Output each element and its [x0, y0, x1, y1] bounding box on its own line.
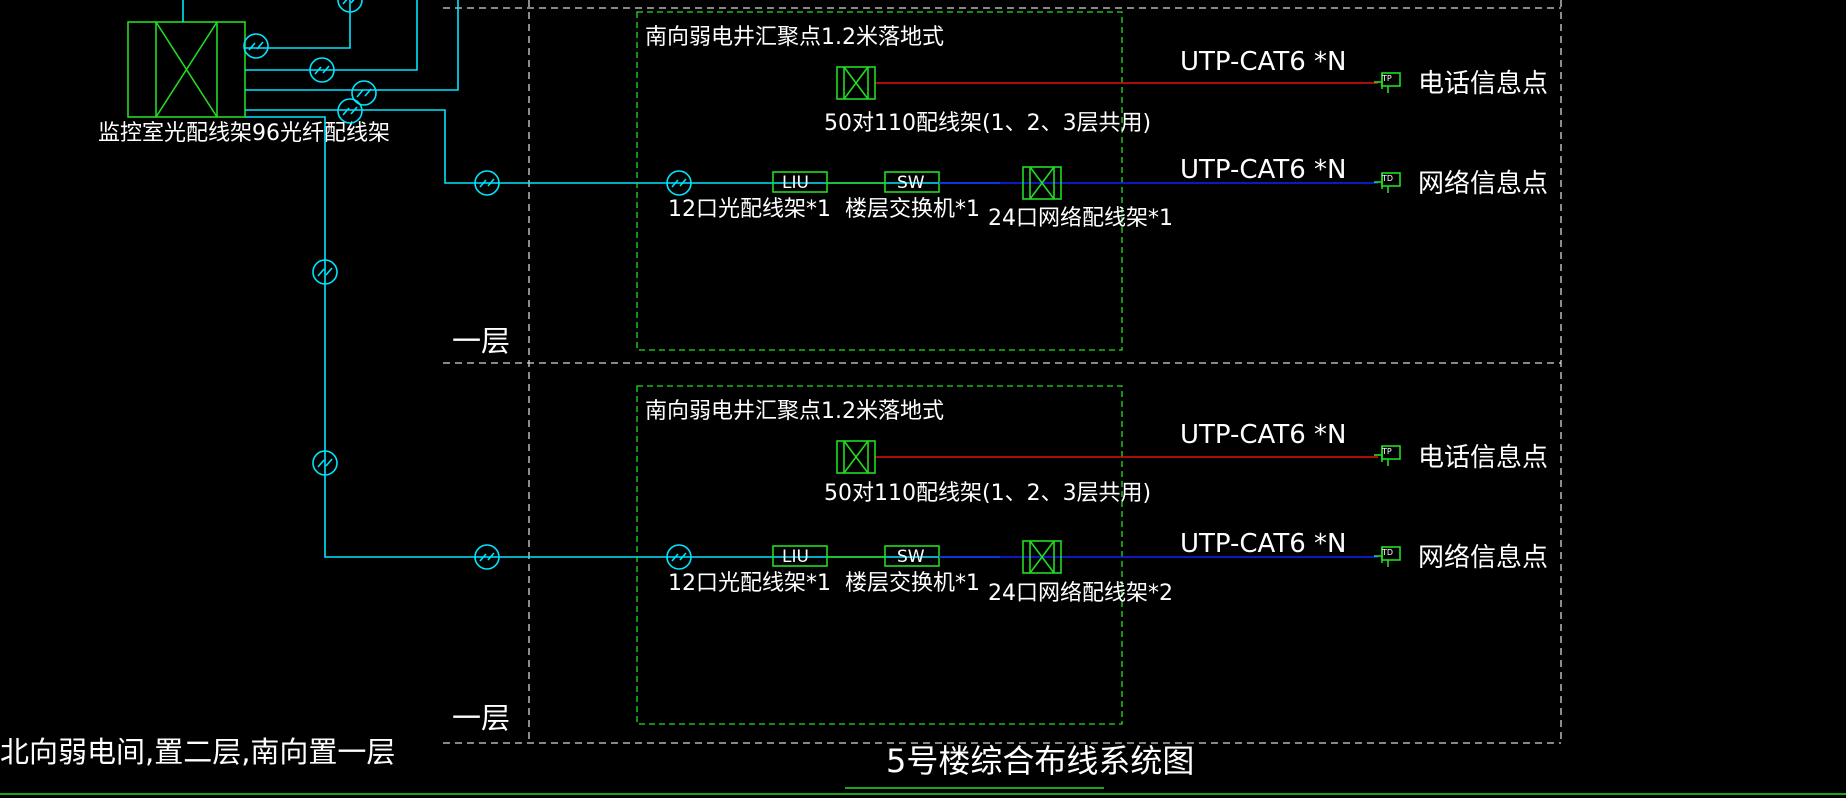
drawing-title: 5号楼综合布线系统图	[886, 742, 1194, 780]
phone-cable-label: UTP-CAT6 *N	[1180, 47, 1346, 77]
network-cable-label: UTP-CAT6 *N	[1180, 155, 1346, 185]
liu-code: LIU	[782, 173, 809, 193]
floor-label: 一层	[452, 324, 510, 358]
phone-patch-panel-icon	[836, 440, 876, 474]
network-cable-label: UTP-CAT6 *N	[1180, 529, 1346, 559]
switch-label: 楼层交换机*1	[845, 197, 980, 222]
phone-patch-label: 50对110配线架(1、2、3层共用)	[824, 111, 1151, 136]
network-patch-label: 24口网络配线架*1	[988, 206, 1173, 231]
fiber-symbol-icon	[337, 98, 363, 124]
cabinet-title: 南向弱电井汇聚点1.2米落地式	[645, 399, 944, 424]
fiber-panel-label: 12口光配线架*1	[668, 197, 831, 222]
switch-code: SW	[897, 547, 925, 567]
floor-frame	[443, 0, 1562, 744]
bottom-note: 北向弱电间,置二层,南向置一层	[0, 735, 395, 769]
phone-point-label: 电话信息点	[1418, 443, 1548, 473]
phone-cable-label: UTP-CAT6 *N	[1180, 420, 1346, 450]
network-point-label: 网络信息点	[1418, 543, 1548, 573]
phone-outlet-code: TP	[1381, 74, 1392, 83]
switch-code: SW	[897, 173, 925, 193]
phone-patch-label: 50对110配线架(1、2、3层共用)	[824, 481, 1151, 506]
main-optical-rack	[127, 21, 246, 118]
phone-outlet-code: TP	[1381, 447, 1392, 456]
phone-point-label: 电话信息点	[1418, 69, 1548, 99]
switch-label: 楼层交换机*1	[845, 571, 980, 596]
fiber-trunks	[182, 0, 1000, 558]
floor-section-2: 南向弱电井汇聚点1.2米落地式 50对110配线架(1、2、3层共用) UTP-…	[452, 385, 1548, 735]
switch-box	[884, 545, 940, 567]
network-outlet-code: TD	[1381, 174, 1393, 183]
liu-box	[772, 545, 828, 567]
switch-box	[884, 171, 940, 193]
network-point-label: 网络信息点	[1418, 169, 1548, 199]
network-outlet-code: TD	[1381, 548, 1393, 557]
liu-code: LIU	[782, 547, 809, 567]
fiber-panel-label: 12口光配线架*1	[668, 571, 831, 596]
fiber-symbol-icon	[243, 33, 269, 59]
network-patch-label: 24口网络配线架*2	[988, 581, 1173, 606]
floor-label: 一层	[452, 701, 510, 735]
fiber-symbol-icon	[351, 80, 377, 106]
liu-box	[772, 171, 828, 193]
cabinet-title: 南向弱电井汇聚点1.2米落地式	[645, 25, 944, 50]
phone-patch-panel-icon	[836, 66, 876, 100]
floor-section-1: 南向弱电井汇聚点1.2米落地式 50对110配线架(1、2、3层共用) UTP-…	[452, 11, 1548, 358]
main-rack-label: 监控室光配线架96光纤配线架	[98, 121, 390, 146]
cabinet-box	[636, 11, 1123, 351]
cabinet-box	[636, 385, 1123, 725]
